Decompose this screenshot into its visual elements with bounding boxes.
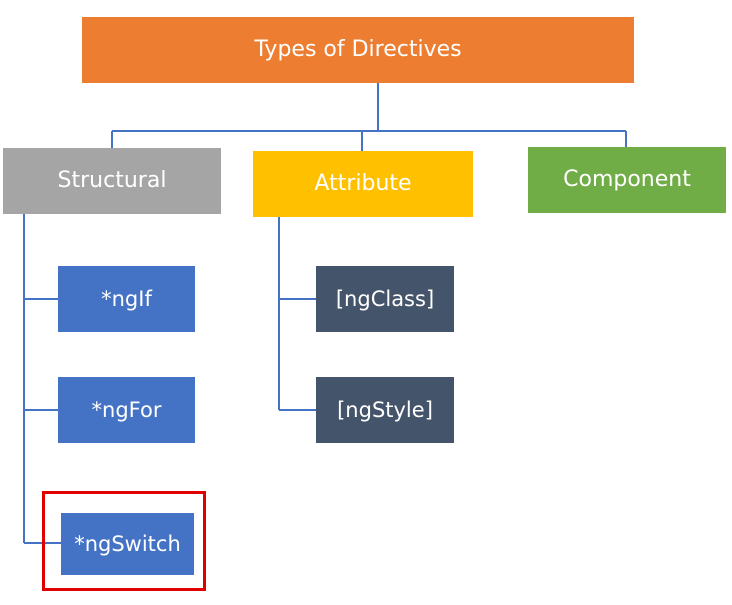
directive-node-ngclass: [ngClass] bbox=[316, 266, 454, 332]
connector-attribute-branch bbox=[278, 217, 316, 411]
root-node-label: Types of Directives bbox=[254, 37, 462, 62]
category-node-label: Structural bbox=[57, 168, 167, 193]
category-node-label: Attribute bbox=[314, 171, 412, 196]
directive-node-label: *ngSwitch bbox=[74, 531, 181, 556]
directive-node-label: *ngIf bbox=[101, 286, 152, 311]
connector-structural-branch bbox=[23, 214, 61, 544]
highlight-box-ngswitch bbox=[42, 491, 206, 591]
directive-node-label: *ngFor bbox=[91, 397, 162, 422]
directive-node-ngif: *ngIf bbox=[58, 266, 195, 332]
directive-node-ngstyle: [ngStyle] bbox=[316, 377, 454, 443]
directive-node-ngswitch: *ngSwitch bbox=[61, 513, 194, 575]
directive-node-ngfor: *ngFor bbox=[58, 377, 195, 443]
directive-node-label: [ngStyle] bbox=[337, 397, 433, 422]
category-node-structural: Structural bbox=[3, 148, 221, 214]
category-node-component: Component bbox=[528, 147, 726, 213]
connector-root-to-categories bbox=[111, 83, 627, 151]
category-node-label: Component bbox=[563, 167, 691, 192]
category-node-attribute: Attribute bbox=[253, 151, 473, 217]
directive-node-label: [ngClass] bbox=[335, 286, 435, 311]
root-node-types-of-directives: Types of Directives bbox=[82, 17, 634, 83]
